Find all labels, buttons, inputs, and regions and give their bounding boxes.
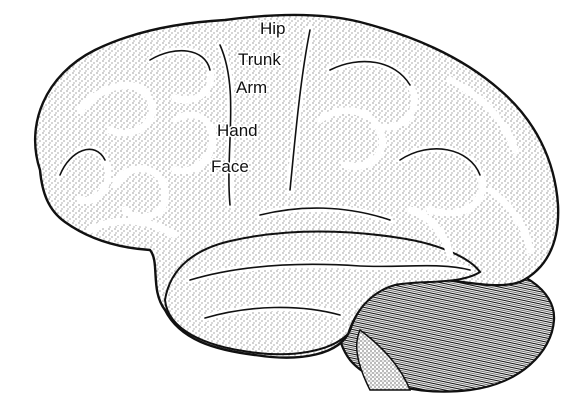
label-hand: Hand — [217, 121, 258, 140]
label-hip: Hip — [260, 19, 286, 38]
label-arm: Arm — [236, 78, 267, 97]
label-trunk: Trunk — [238, 50, 281, 69]
label-face: Face — [211, 157, 249, 176]
